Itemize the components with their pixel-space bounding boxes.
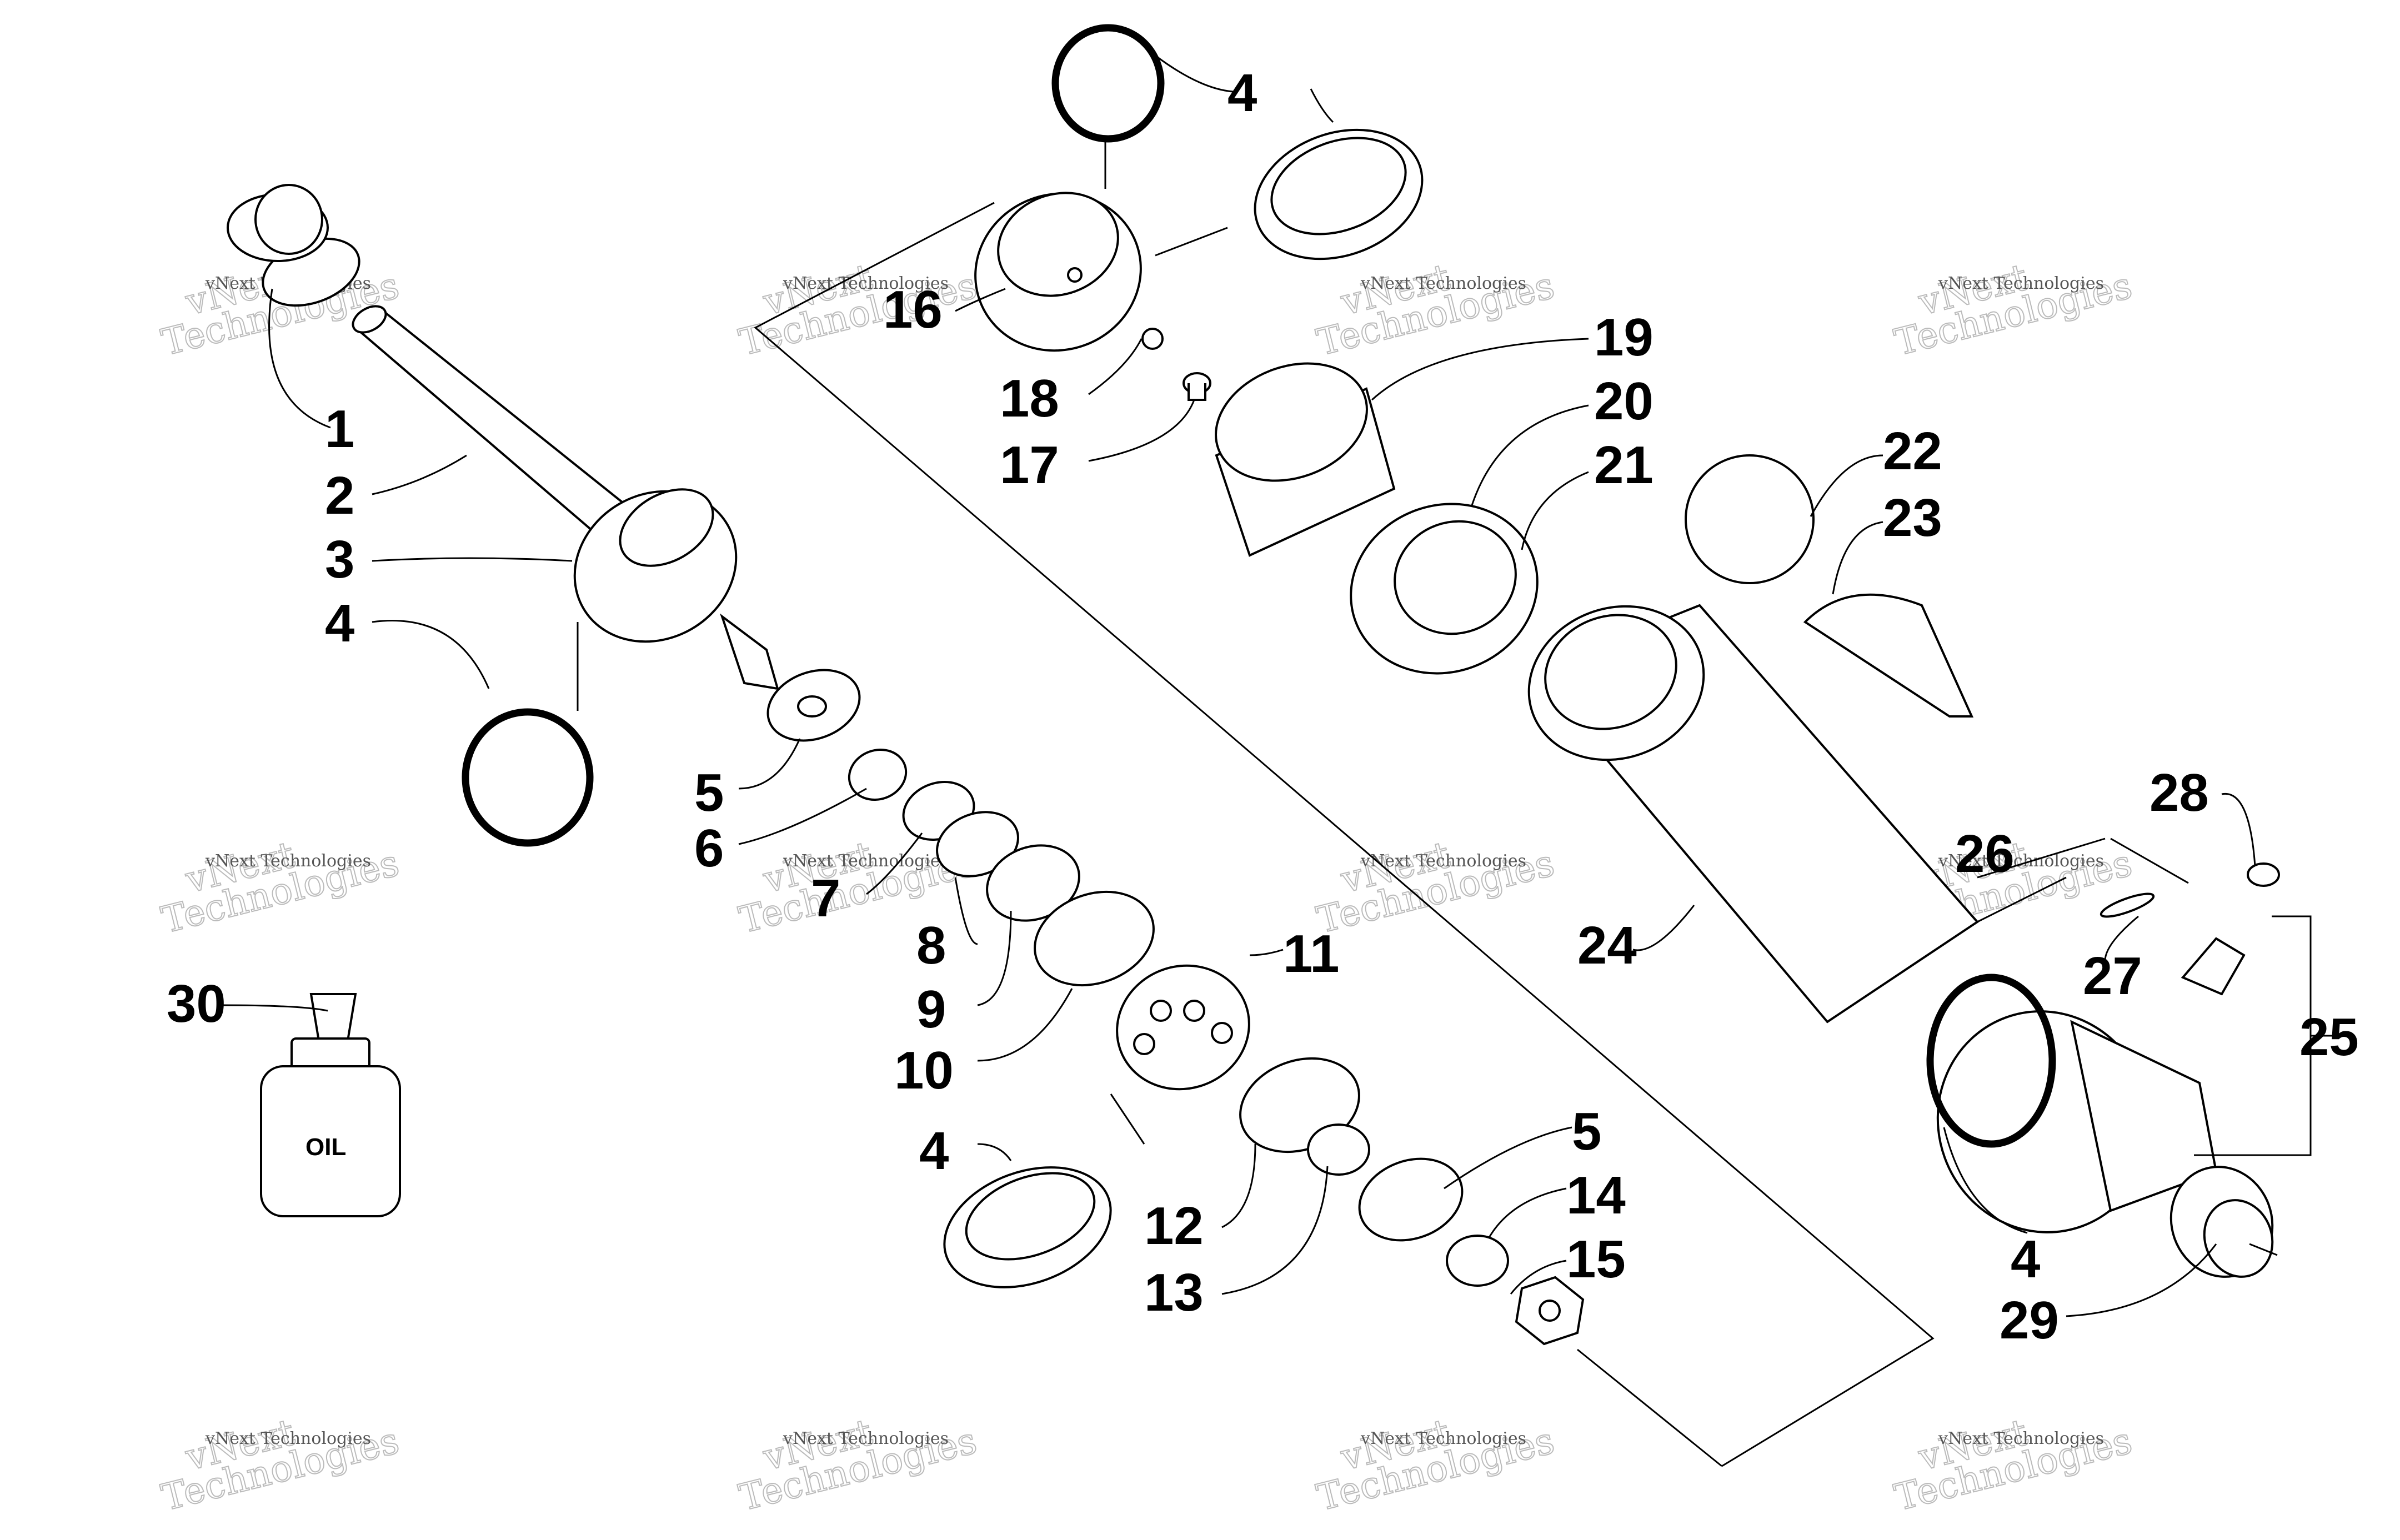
callout-19: 19	[1594, 308, 1654, 367]
leader-lines	[222, 54, 2278, 1467]
part-4-o-ring-top	[1051, 24, 1165, 143]
watermark-7: vNext Technologies vNext Technologies	[1312, 832, 1559, 942]
callout-18: 18	[1000, 369, 1059, 428]
watermark-12: vNext Technologies vNext Technologies	[1890, 1410, 2136, 1519]
part-27-schrader-valve	[2181, 937, 2246, 996]
callout-6: 6	[694, 819, 724, 878]
lower-washers	[1239, 1057, 1509, 1287]
part-23-cover	[1803, 593, 1974, 718]
watermark-10: vNext Technologies vNext Technologies	[734, 1410, 981, 1519]
watermark-small: vNext Technologies	[1360, 851, 1526, 871]
watermark-small: vNext Technologies	[1938, 851, 2104, 871]
part-1-bushing	[227, 184, 360, 307]
part-4-wear-band-lower	[943, 1166, 1112, 1288]
part-25-bracket	[2194, 915, 2344, 1156]
callout-23: 23	[1883, 488, 1942, 548]
callout-21: 21	[1594, 435, 1654, 495]
callout-22: 22	[1883, 422, 1942, 481]
oil-bottle-label: OIL	[305, 1133, 346, 1161]
part-24-spring-body	[1527, 604, 1980, 1024]
callout-17: 17	[1000, 435, 1059, 495]
part-22-snap-ring	[1685, 454, 1815, 584]
callout-1: 1	[325, 399, 354, 459]
callout-15: 15	[1566, 1230, 1626, 1289]
part-3-piston-body	[573, 488, 779, 690]
callout-7: 7	[811, 869, 840, 928]
callout-8: 8	[916, 916, 946, 975]
callout-14: 14	[1566, 1166, 1626, 1225]
watermark-2: vNext Technologies vNext Technologies	[734, 255, 981, 364]
callout-4: 4	[325, 594, 354, 653]
part-15-nut	[1515, 1276, 1585, 1346]
part-28-screw	[2247, 862, 2280, 887]
valve-assembly-boundary	[754, 202, 1935, 1467]
callout-26: 26	[1955, 824, 2015, 884]
callout-4: 4	[1227, 63, 1257, 123]
callout-9: 9	[916, 980, 946, 1039]
watermark-small: vNext Technologies	[205, 851, 371, 871]
part-16-bearing-cap	[974, 192, 1142, 352]
callout-10: 10	[894, 1041, 954, 1100]
watermark-small: vNext Technologies	[783, 1429, 949, 1448]
washer-stack	[766, 669, 1155, 987]
part-4-o-ring-left	[462, 708, 594, 847]
callout-2: 2	[325, 466, 354, 525]
watermark-small: vNext Technologies	[205, 1429, 371, 1448]
watermark-5: vNext Technologies vNext Technologies	[157, 832, 403, 942]
callout-25: 25	[2299, 1007, 2359, 1067]
part-11-piston	[1116, 964, 1250, 1091]
watermark-9: vNext Technologies vNext Technologies	[157, 1410, 403, 1519]
part-4-o-ring-right	[1926, 974, 2056, 1148]
callout-12: 12	[1144, 1196, 1204, 1256]
callout-24: 24	[1577, 916, 1637, 975]
watermark-small: vNext Technologies	[1938, 1429, 2104, 1448]
callout-5: 5	[694, 763, 724, 822]
watermark-small: vNext Technologies	[783, 274, 949, 293]
callout-29: 29	[2000, 1291, 2059, 1350]
part-26-27-dashed-bracket	[1977, 837, 2189, 923]
watermark-small: vNext Technologies	[1938, 274, 2104, 293]
watermark-3: vNext Technologies vNext Technologies	[1312, 255, 1559, 364]
part-20-21-spring-adjusters	[1350, 503, 1539, 675]
watermark-small: vNext Technologies	[1360, 274, 1526, 293]
part-19-sleeve	[1215, 362, 1396, 557]
callout-30: 30	[167, 974, 226, 1034]
part-18-o-ring-small	[1141, 328, 1164, 350]
watermark-small: vNext Technologies	[1360, 1429, 1526, 1448]
callout-4: 4	[919, 1121, 949, 1181]
callout-20: 20	[1594, 372, 1654, 431]
watermark-small: vNext Technologies	[783, 851, 949, 871]
part-4-wear-band-top	[1254, 128, 1424, 260]
part-25-reservoir-body	[1936, 1010, 2218, 1233]
part-26-o-ring	[2100, 892, 2155, 918]
callout-4: 4	[2011, 1230, 2040, 1289]
callout-3: 3	[325, 530, 354, 589]
callout-5: 5	[1572, 1102, 1601, 1161]
callouts: 1 2 3 4 4 4 4 5 5 6 7 8 9 10 11 12 13 14…	[167, 63, 2359, 1350]
callout-28: 28	[2150, 763, 2209, 822]
part-17-valve	[1183, 372, 1211, 401]
callout-27: 27	[2083, 946, 2142, 1006]
part-30-oil-bottle: OIL	[260, 993, 401, 1217]
callout-13: 13	[1144, 1263, 1204, 1322]
watermark-4: vNext Technologies vNext Technologies	[1890, 255, 2136, 364]
part-29-bushing	[2169, 1166, 2274, 1278]
callout-16: 16	[883, 280, 943, 339]
watermark-11: vNext Technologies vNext Technologies	[1312, 1410, 1559, 1519]
callout-11: 11	[1283, 924, 1339, 984]
